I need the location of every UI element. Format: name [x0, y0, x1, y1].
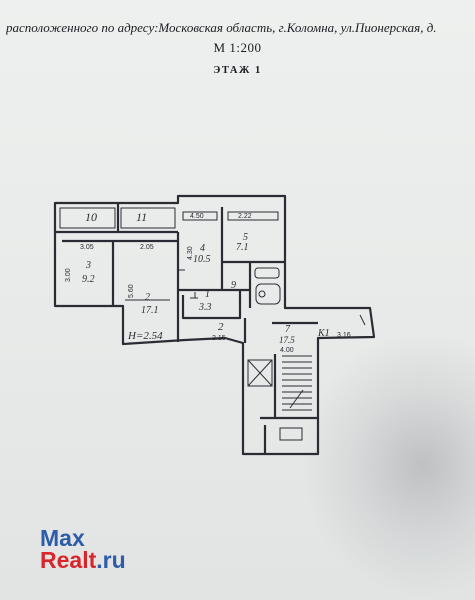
room-1-number: 1 — [205, 289, 210, 300]
scale-label: М 1:200 — [213, 40, 262, 55]
watermark-realt: Realt — [40, 547, 97, 573]
stair-box — [279, 427, 303, 441]
watermark-ru: .ru — [96, 547, 126, 573]
balcony-rail-right — [120, 207, 176, 229]
elevator-shaft — [247, 359, 273, 387]
dim-560: 5.60 — [128, 284, 135, 298]
watermark-line-2: Realt.ru — [40, 547, 126, 573]
room-9-label: 9 — [231, 280, 236, 291]
dim-215: 2.15 — [212, 335, 226, 342]
room-3-area: 9.2 — [82, 274, 95, 285]
room-5-number: 5 — [243, 232, 248, 243]
wall-r1 — [181, 290, 242, 320]
address-line: расположенного по адресу:Московская обла… — [6, 20, 437, 35]
k1-label: К1 — [317, 328, 330, 339]
floor-label: ЭТАЖ 1 — [213, 65, 262, 76]
window-r7 — [359, 314, 366, 326]
window-r4 — [182, 211, 218, 221]
bathtub-fixture — [255, 283, 281, 305]
room-11-label: 11 — [136, 210, 147, 224]
dim-450: 4.50 — [190, 213, 204, 220]
drain-fixture — [258, 290, 266, 298]
room-2-number: 2 — [145, 292, 150, 303]
room-3-number: 3 — [85, 260, 91, 271]
stair-treads — [282, 355, 312, 411]
watermark-line-1: Max — [40, 525, 85, 551]
maxrealt-watermark: Max Realt.ru — [40, 525, 126, 573]
scan-shadow — [300, 330, 475, 600]
balcony-rail-left — [59, 207, 116, 229]
room-1-area: 3.3 — [198, 302, 212, 313]
corridor-number: 2 — [218, 321, 224, 333]
room-7-number: 7 — [285, 324, 291, 335]
dim-300: 3.00 — [65, 268, 72, 282]
wall-r4-bottom — [178, 262, 224, 292]
dim-305: 3.05 — [80, 244, 94, 251]
outer-wall — [53, 194, 376, 456]
sink-fixture — [254, 267, 280, 279]
dim-205: 2.05 — [140, 244, 154, 251]
elevator-cross — [247, 359, 273, 387]
dim-430: 4.30 — [187, 246, 194, 260]
room-10-label: 10 — [85, 210, 97, 224]
room-4-area: 10.5 — [193, 254, 211, 265]
room-5-area: 7.1 — [236, 242, 249, 253]
room-4-number: 4 — [200, 243, 205, 254]
stair-arrow — [289, 389, 304, 409]
dim-400: 4.00 — [280, 347, 294, 354]
dim-222: 2.22 — [238, 213, 252, 220]
ceiling-height-label: Н=2.54 — [127, 330, 163, 342]
room-7-area: 17.5 — [279, 335, 295, 345]
dim-316: 3.16 — [337, 332, 351, 339]
room-2-area: 17.1 — [141, 305, 159, 316]
window-r5 — [227, 211, 279, 221]
door-r1 — [190, 292, 198, 299]
